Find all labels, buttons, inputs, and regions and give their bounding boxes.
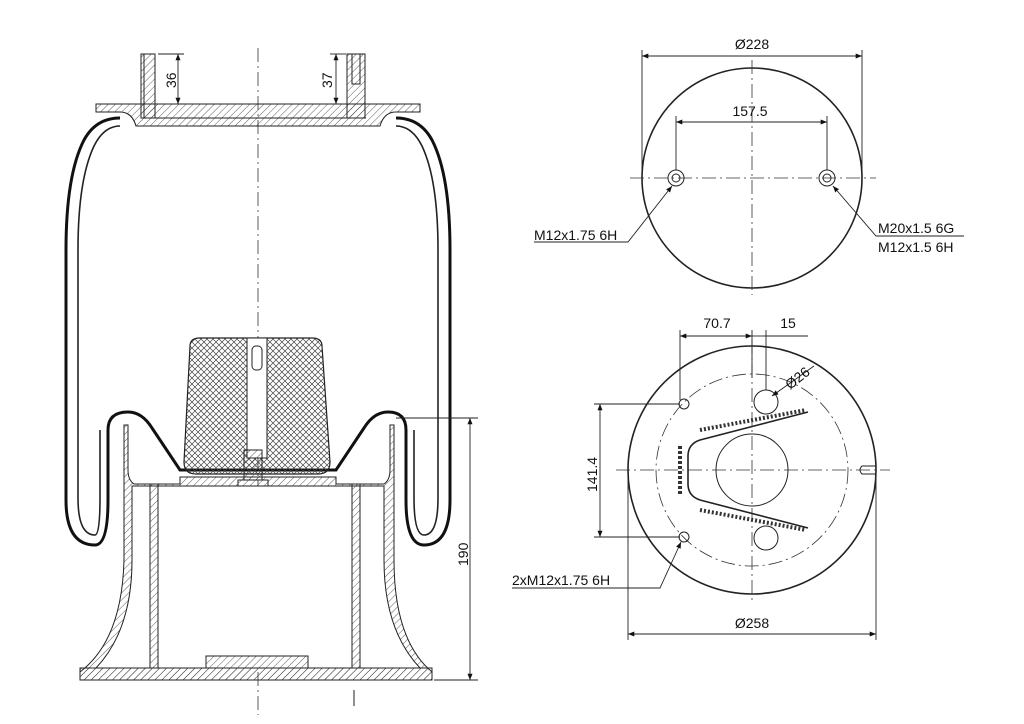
right-thread-label-2: M12x1.5 6H — [878, 239, 953, 255]
hole-diameter-label: Ø26 — [782, 363, 813, 392]
piston-inner-wall-right — [351, 483, 361, 669]
right-stud — [346, 53, 366, 119]
bottom-thread-label: 2xM12x1.75 6H — [512, 572, 610, 588]
bump-stop-bore — [246, 337, 268, 459]
dim-left-stud-label: 36 — [163, 72, 179, 88]
alignment-notch — [859, 465, 876, 475]
dim-height-label: 190 — [455, 542, 471, 566]
bottom-hole-lower — [753, 525, 779, 551]
side-section-view: 36 37 190 — [64, 48, 478, 715]
top-view: Ø228 157.5 M12x1.75 6H M20x1.5 6G M12x1.… — [534, 36, 964, 295]
piston-inner-wall-left — [149, 483, 159, 669]
right-thread-label-1: M20x1.5 6G — [878, 220, 954, 236]
central-bore — [715, 433, 789, 507]
top-bead-plate — [95, 103, 421, 127]
left-thread-label: M12x1.75 6H — [534, 227, 617, 243]
bottom-diameter-label: Ø258 — [735, 615, 769, 631]
offset-small-label: 15 — [780, 315, 796, 331]
bottom-thread-hole-lower — [678, 531, 690, 543]
dim-right-stud-label: 37 — [319, 72, 335, 88]
bottom-thread-hole-upper — [678, 398, 690, 410]
vertical-spacing-label: 141.4 — [584, 457, 600, 492]
top-diameter-label: Ø228 — [735, 36, 769, 52]
left-stud — [140, 53, 156, 119]
bottom-view: 70.7 15 Ø26 141.4 2xM12x1.75 6H Ø258 — [512, 315, 890, 640]
piston-base — [79, 655, 433, 681]
retaining-clip — [687, 411, 809, 529]
offset-label: 70.7 — [703, 315, 730, 331]
hole-spacing-label: 157.5 — [732, 103, 767, 119]
bottom-hole-upper — [753, 389, 779, 415]
piston-cavity — [94, 485, 422, 669]
center-bolt — [243, 449, 263, 481]
